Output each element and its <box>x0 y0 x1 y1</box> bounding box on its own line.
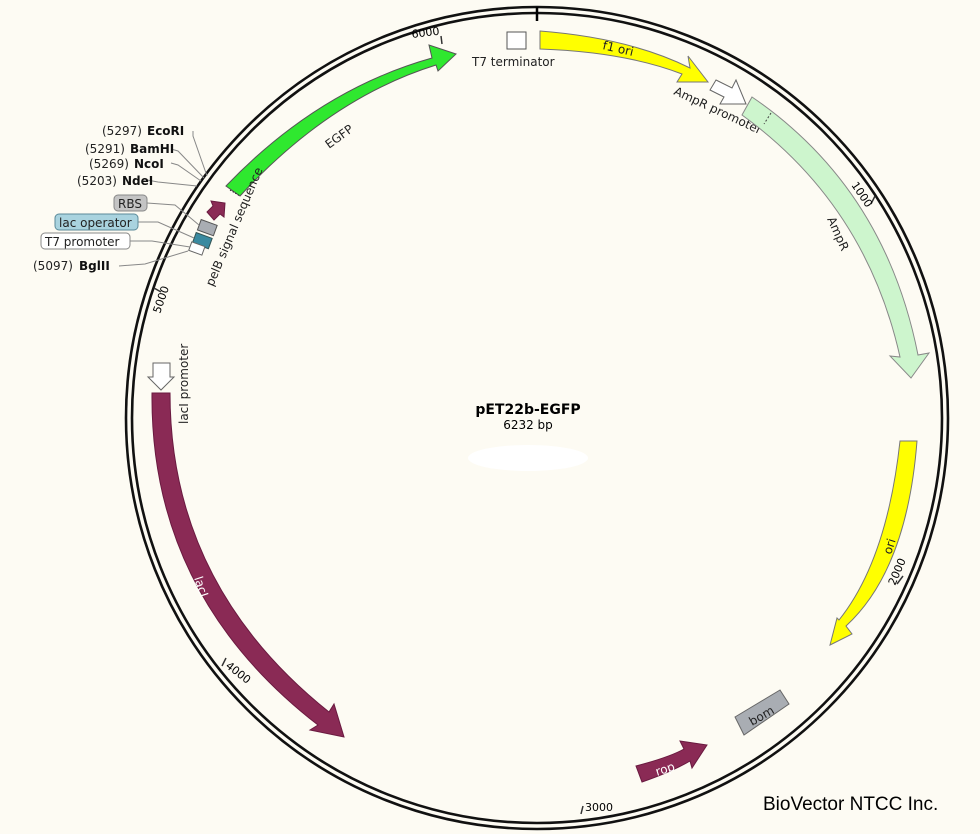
site-ndei-name: NdeI <box>122 174 153 188</box>
label-lac-operator[interactable]: lac operator <box>54 213 139 231</box>
rop-label: rop <box>654 759 677 778</box>
rbs-label: RBS <box>118 197 142 211</box>
feature-ori[interactable]: ori <box>829 440 918 646</box>
plasmid-size: 6232 bp <box>503 418 553 432</box>
t7-promoter-label: T7 promoter <box>44 235 120 249</box>
site-bglii[interactable]: (5097) BglII <box>33 259 110 273</box>
center-blank-patch <box>468 445 588 471</box>
plasmid-name: pET22b-EGFP <box>475 402 580 418</box>
site-ecori-name: EcoRI <box>147 124 184 138</box>
site-ecori[interactable]: (5297) EcoRI <box>102 124 184 138</box>
site-ncoi-pos: (5269) <box>89 157 129 171</box>
feature-t7-terminator[interactable]: T7 terminator <box>471 31 555 69</box>
site-ecori-pos: (5297) <box>102 124 142 138</box>
laci-label: lacI <box>191 575 211 599</box>
site-bamhi-pos: (5291) <box>85 142 125 156</box>
label-rbs[interactable]: RBS <box>113 194 148 212</box>
tick-6000: 6000 <box>411 25 440 41</box>
site-bamhi[interactable]: (5291) BamHI <box>85 142 174 156</box>
site-ncoi-name: NcoI <box>134 157 164 171</box>
leader-lines <box>118 131 208 267</box>
site-bglii-name: BglII <box>79 259 110 273</box>
ori-label: ori <box>881 537 899 556</box>
feature-rbs-box[interactable] <box>196 218 218 237</box>
feature-t7-promoter-box[interactable] <box>188 241 206 256</box>
feature-f1-ori[interactable]: f1 ori <box>539 30 710 83</box>
tick-3000: 3000 <box>585 801 613 814</box>
feature-laci-promoter[interactable]: lacI promoter <box>146 344 191 424</box>
feature-rop[interactable]: rop <box>635 740 708 783</box>
lac-operator-label: lac operator <box>59 216 132 230</box>
backbone <box>124 5 950 831</box>
site-ndei[interactable]: (5203) NdeI <box>77 174 153 188</box>
site-bamhi-name: BamHI <box>130 142 174 156</box>
site-bglii-pos: (5097) <box>33 259 73 273</box>
brand-logo: BioVector NTCC Inc. <box>763 794 938 815</box>
site-ncoi[interactable]: (5269) NcoI <box>89 157 164 171</box>
t7-terminator-label: T7 terminator <box>471 55 555 69</box>
site-ndei-pos: (5203) <box>77 174 117 188</box>
f1-ori-label: f1 ori <box>601 38 635 59</box>
label-t7-promoter[interactable]: T7 promoter <box>40 232 131 250</box>
laci-promoter-label: lacI promoter <box>177 344 191 424</box>
feature-laci[interactable]: lacI <box>151 392 345 738</box>
